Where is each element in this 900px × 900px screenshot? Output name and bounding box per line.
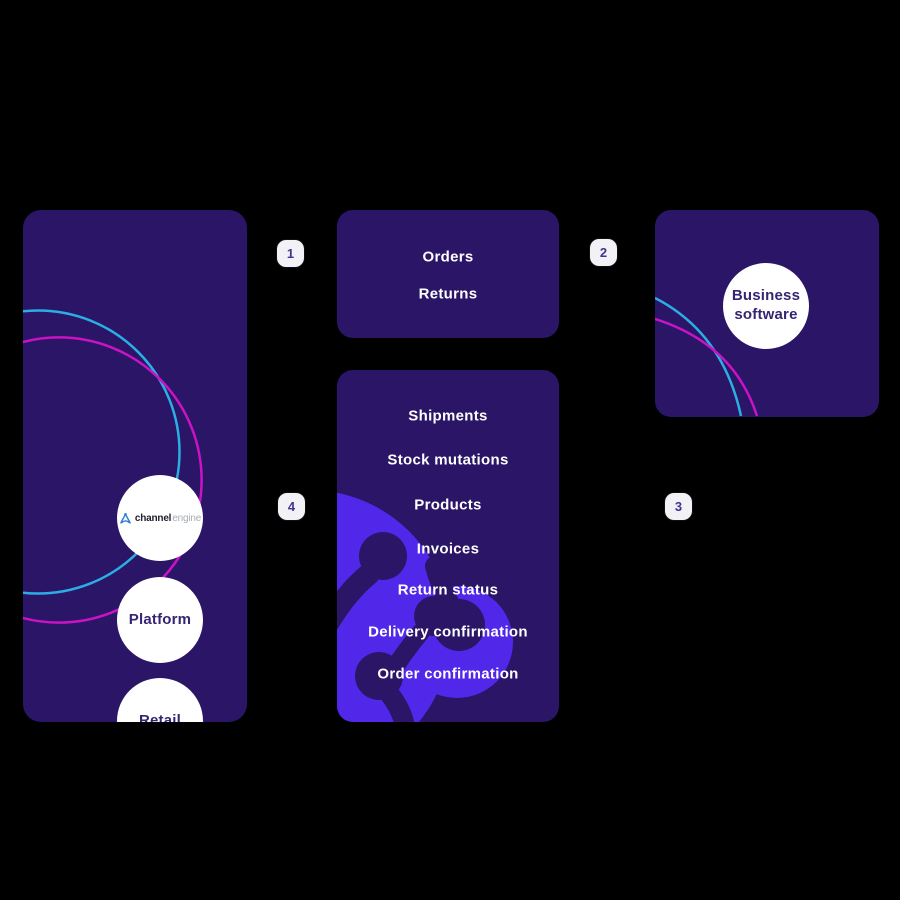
step-badge-4-number: 4 — [287, 499, 296, 514]
logo-text-bold: channel — [134, 512, 172, 524]
data-flows-panel: Shipments Stock mutations Products Invoi… — [337, 370, 559, 722]
platform-node: Platform — [117, 577, 203, 663]
order-confirmation-label: Order confirmation — [377, 665, 519, 683]
orders-returns-panel: Orders Returns — [337, 210, 559, 338]
retail-node-label: Retail — [138, 711, 182, 722]
retail-node: Retail — [117, 678, 203, 722]
stock-mutations-label: Stock mutations — [387, 451, 509, 469]
step-badge-3-number: 3 — [674, 499, 683, 514]
step-badge-4: 4 — [278, 493, 305, 520]
logo-text-light: engine — [172, 512, 202, 524]
step-badge-3: 3 — [665, 493, 692, 520]
returns-label: Returns — [418, 285, 478, 303]
channelengine-mark-icon — [120, 512, 131, 524]
invoices-label: Invoices — [416, 540, 480, 558]
shipments-label: Shipments — [408, 407, 488, 425]
step-badge-2-number: 2 — [599, 245, 608, 260]
return-status-label: Return status — [397, 581, 499, 599]
step-badge-1: 1 — [277, 240, 304, 267]
orders-label: Orders — [422, 248, 474, 266]
business-software-node: Business software — [723, 263, 809, 349]
business-software-panel: Business software — [655, 210, 879, 417]
step-badge-2: 2 — [590, 239, 617, 266]
platform-node-label: Platform — [128, 610, 192, 628]
business-software-label: Business software — [731, 287, 801, 323]
delivery-confirmation-label: Delivery confirmation — [368, 623, 528, 641]
products-label: Products — [414, 496, 482, 514]
step-badge-1-number: 1 — [286, 246, 295, 261]
